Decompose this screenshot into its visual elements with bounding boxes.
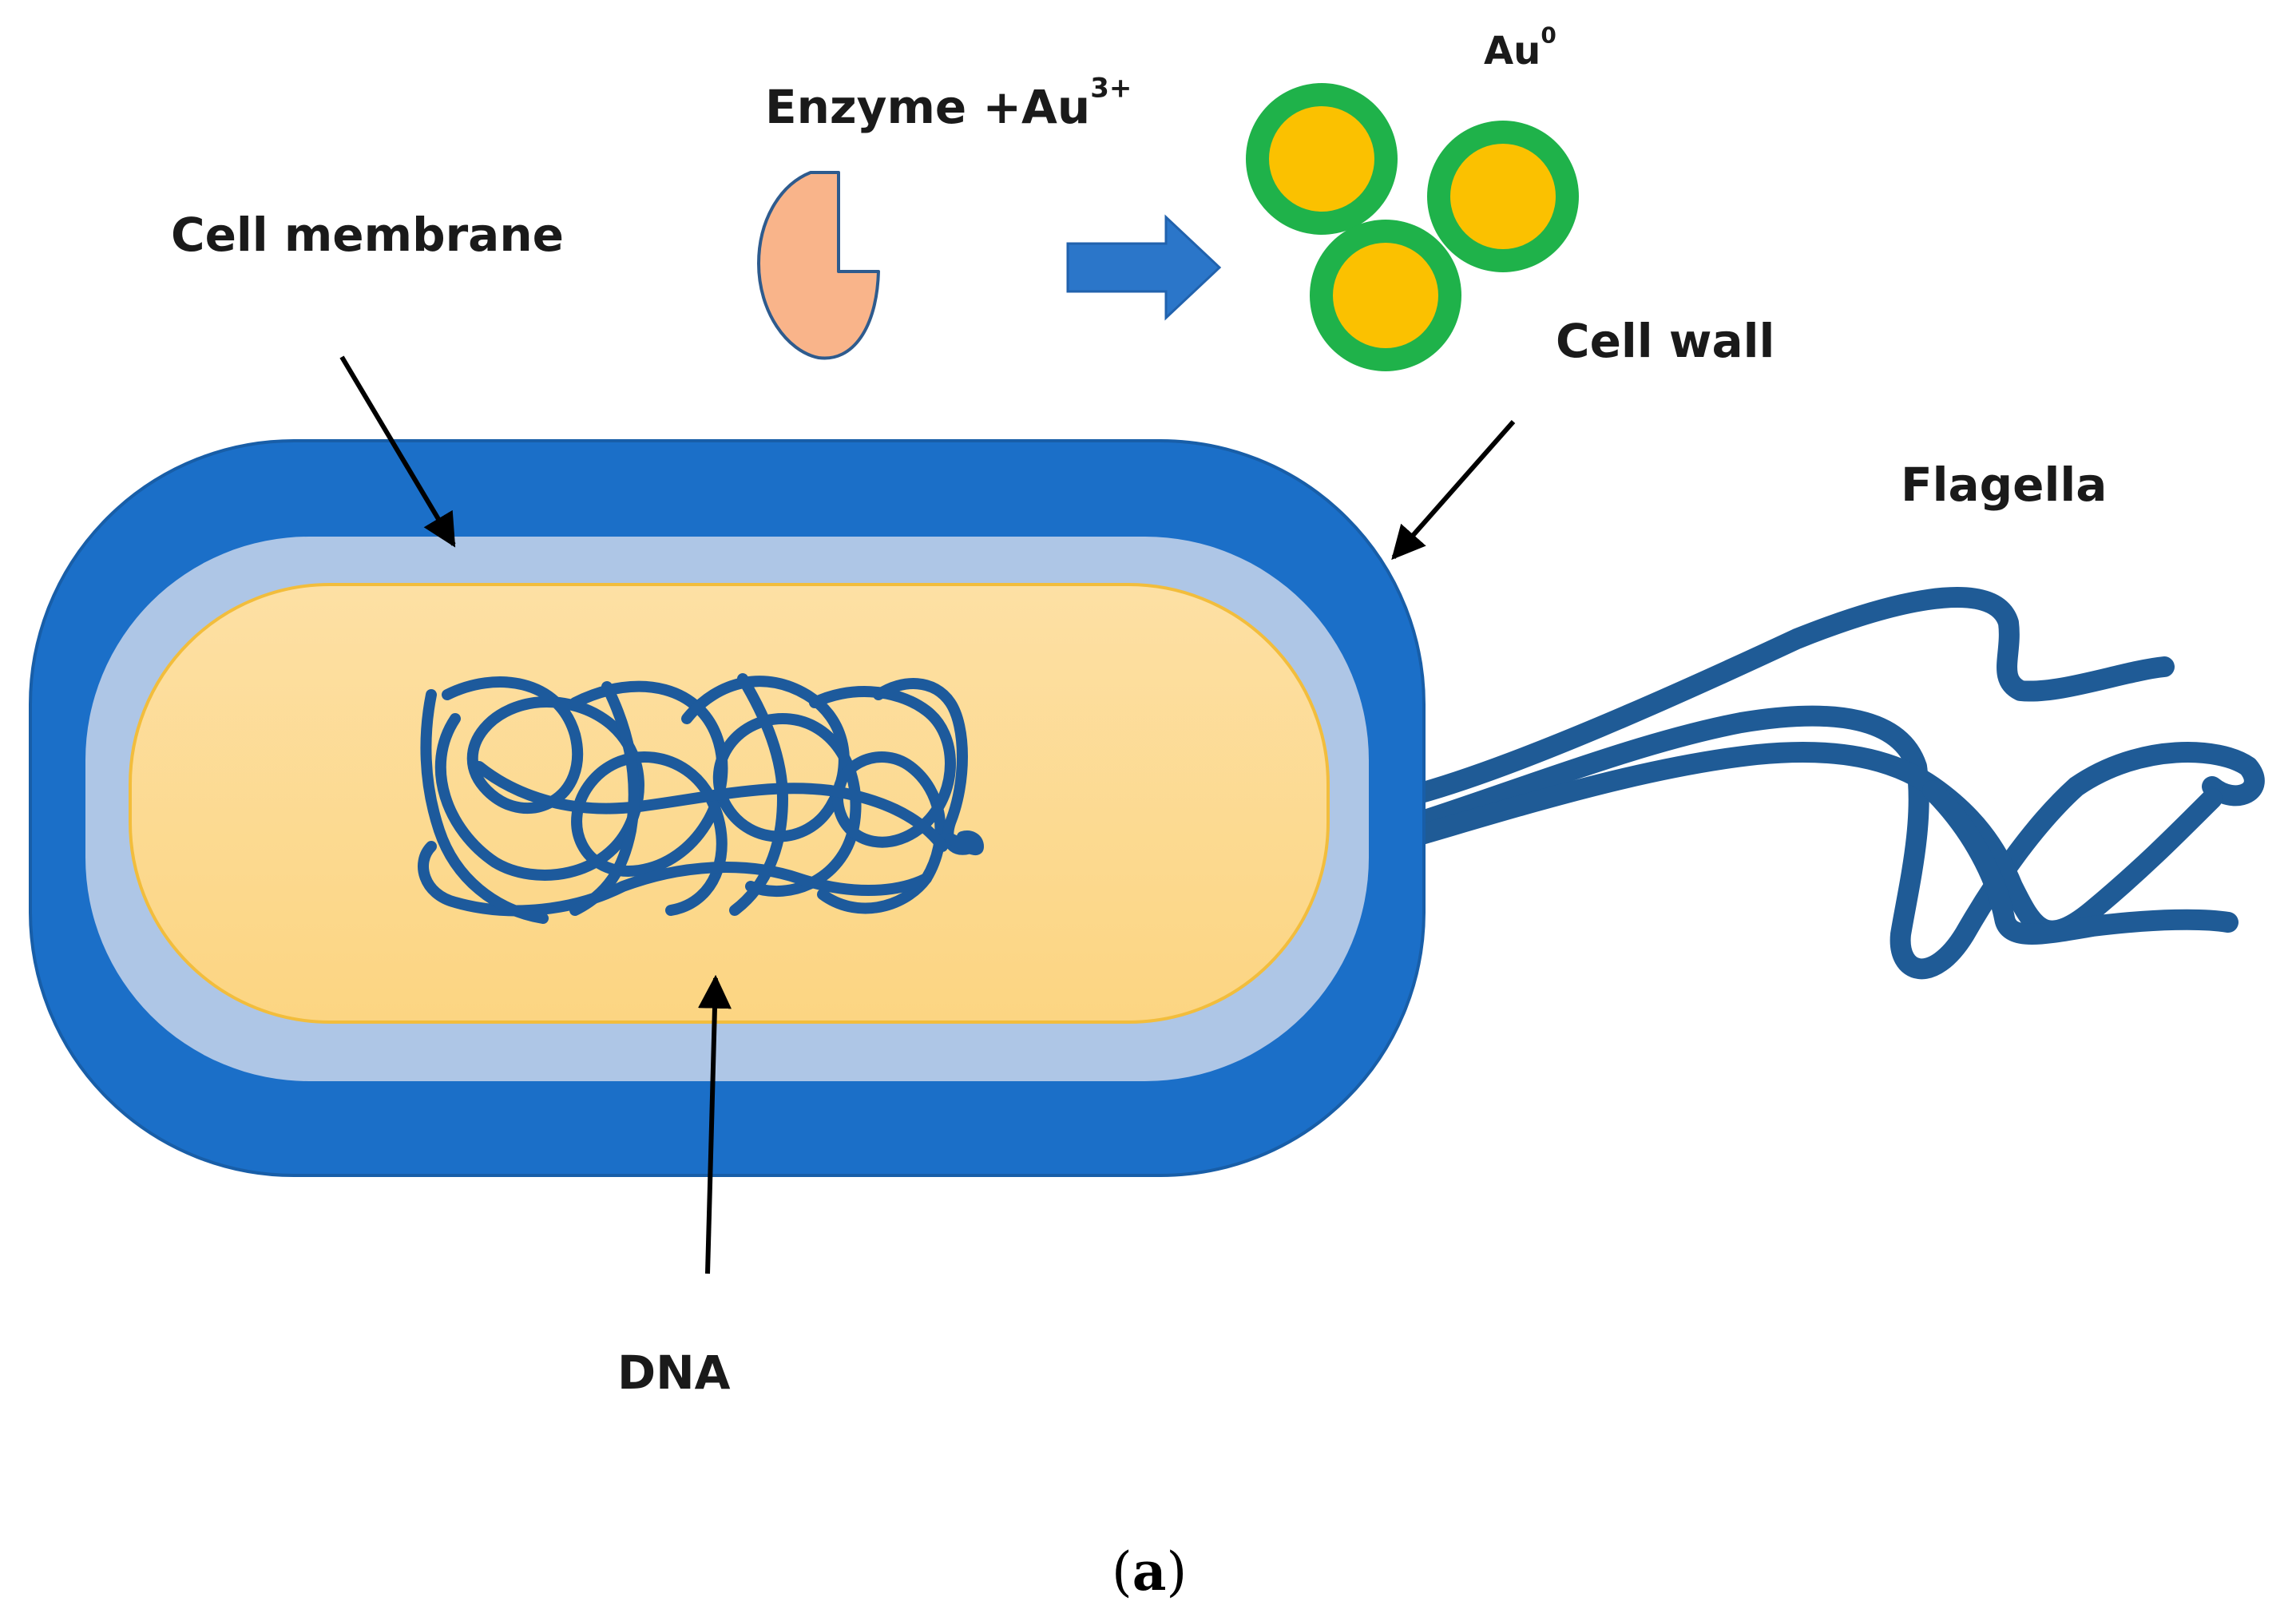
dna-tangle [418,673,984,924]
dna-label: DNA [617,1346,731,1400]
dna-pointer [697,974,732,1274]
cell-membrane-label: Cell membrane [171,208,564,262]
gold-nanoparticle-icon [1310,220,1461,371]
enzyme-label: Enzyme +Au3+ [765,75,1132,130]
gold-nanoparticles [1246,83,1579,371]
caption-open-paren: ( [1112,1541,1132,1603]
cell-membrane-pointer [339,355,456,548]
enzyme-shape [757,171,880,360]
gold-nanoparticle-icon [1427,121,1579,272]
flagella [1405,587,2265,980]
au0-label-superscript: 0 [1541,22,1556,49]
enzyme-label-text: Enzyme +Au [765,80,1091,134]
figure-caption: (a) [1112,1545,1187,1599]
cell-wall-pointer [1391,420,1516,561]
au0-label: Au0 [1484,24,1556,73]
enzyme-label-superscript: 3+ [1090,72,1132,105]
flagella-label: Flagella [1901,458,2108,512]
reaction-arrow-icon [1066,214,1222,321]
cell-wall-label: Cell wall [1556,314,1775,368]
au0-label-text: Au [1484,29,1541,73]
gold-nanoparticle-icon [1246,83,1398,235]
caption-close-paren: ) [1166,1541,1188,1603]
caption-letter: a [1132,1540,1167,1603]
